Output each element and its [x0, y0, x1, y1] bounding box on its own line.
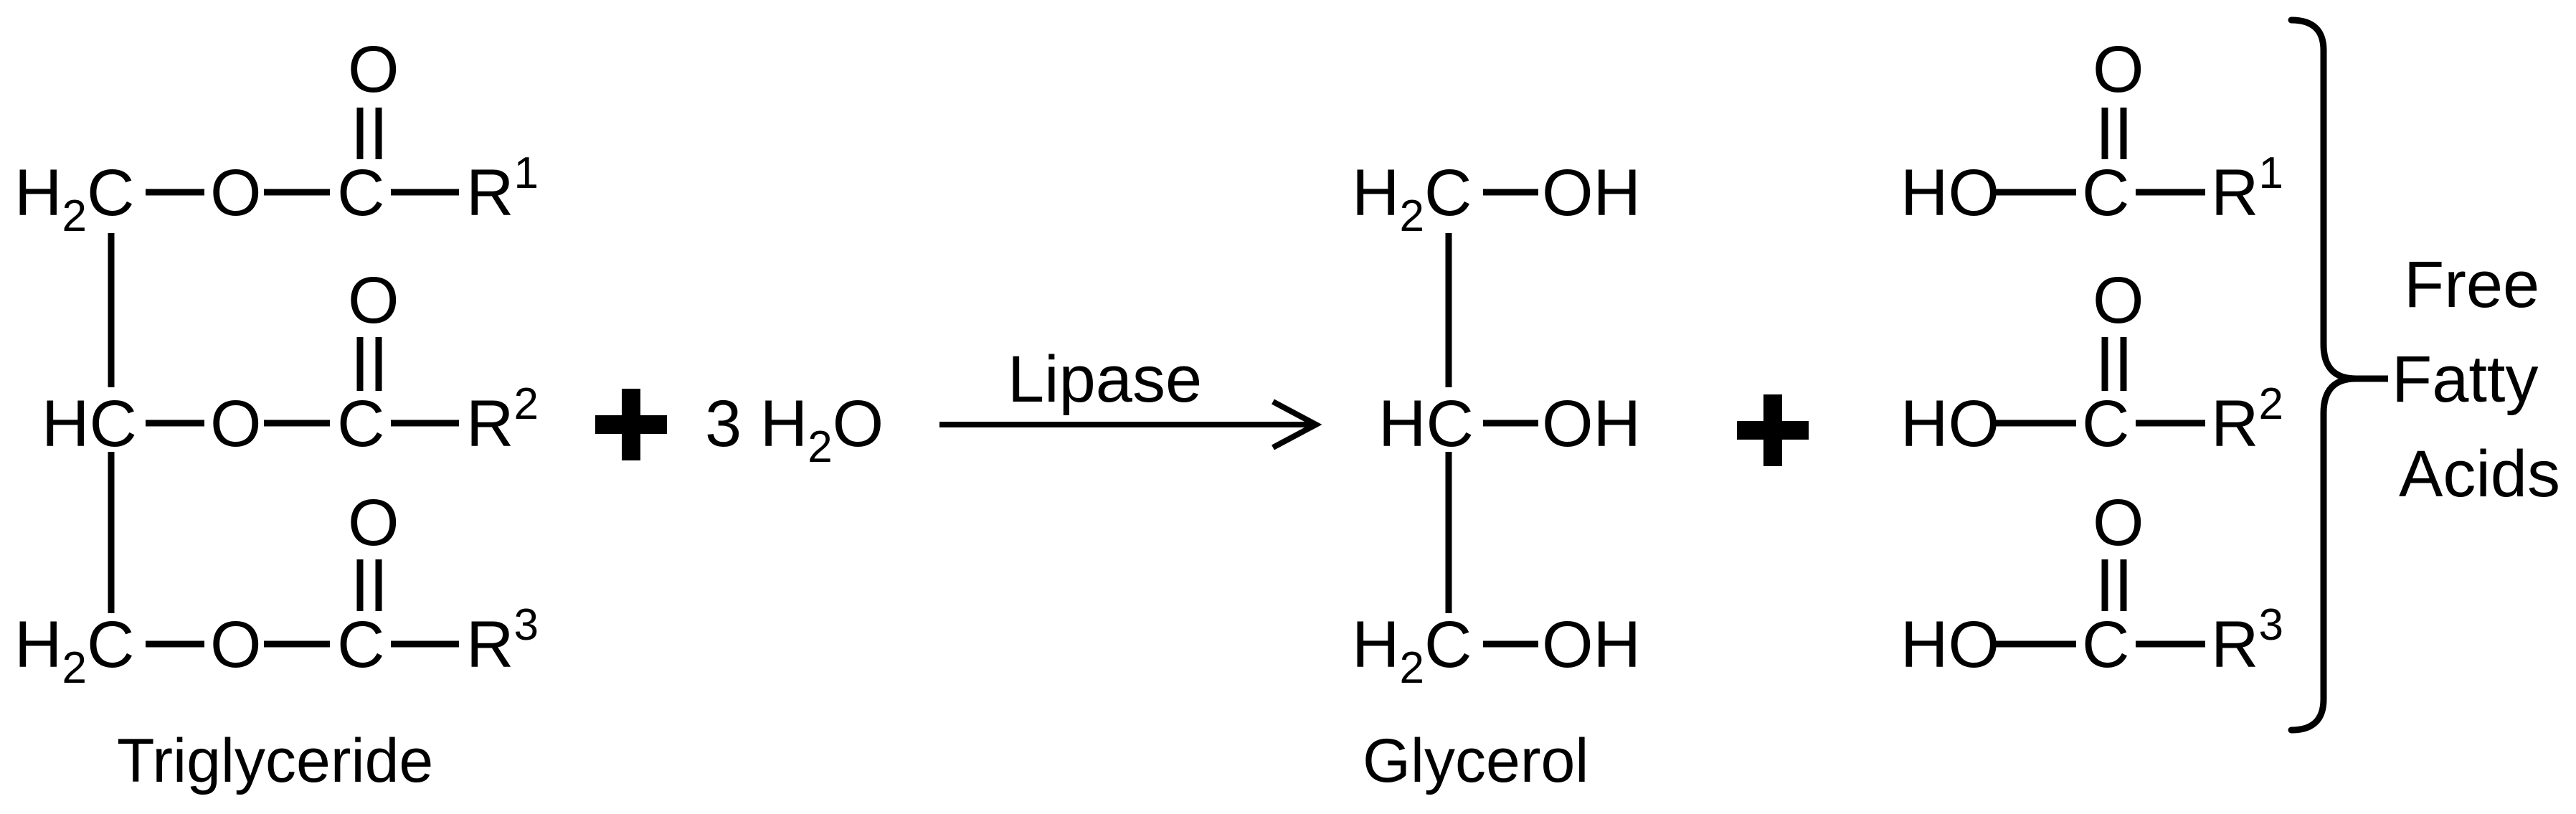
- hydroxyl-group: OH: [1542, 156, 1641, 229]
- glycerol-structure: H2C OH HC OH H2C OH Glycerol: [1352, 156, 1641, 795]
- triglyceride-caption: Triglyceride: [117, 727, 433, 795]
- carbonyl-oxygen: O: [2093, 33, 2144, 106]
- plus-sign: [595, 389, 667, 460]
- carbonyl-carbon: C: [2082, 387, 2129, 460]
- hydroxyl-group: OH: [1542, 387, 1641, 460]
- r-group: R1: [2211, 148, 2283, 229]
- triglyceride-row-1: H2C O C O R1: [14, 33, 539, 241]
- carbonyl-oxygen: O: [348, 264, 399, 337]
- glycerol-caption: Glycerol: [1363, 727, 1588, 795]
- free-fatty-acids-label: Free Fatty Acids: [2392, 248, 2560, 511]
- carbonyl-carbon: C: [337, 156, 384, 229]
- r-group: R2: [466, 379, 539, 460]
- water-reagent: 3 H2O: [705, 387, 884, 472]
- r-group: R1: [466, 148, 539, 229]
- r-group: R2: [2211, 379, 2283, 460]
- carbonyl-oxygen: O: [348, 486, 399, 559]
- plus-sign: [1737, 394, 1809, 466]
- carbonyl-carbon: C: [337, 608, 384, 681]
- hydroxyl-group: HO: [1900, 156, 1999, 229]
- fatty-acid-1: HO C O R1: [1900, 33, 2283, 229]
- r-group: R3: [2211, 600, 2283, 681]
- reaction-arrow: [939, 399, 1322, 450]
- carbonyl-oxygen: O: [2093, 264, 2144, 337]
- reagent-plus-text: +: [0, 0, 1, 1]
- lipase-label: Lipase: [1008, 343, 1202, 416]
- product-plus-text: +: [0, 0, 1, 1]
- r-group: R3: [466, 600, 539, 681]
- right-curly-brace: [2288, 16, 2359, 734]
- carbonyl-oxygen: O: [348, 33, 399, 106]
- hydroxyl-group: HO: [1900, 608, 1999, 681]
- triglyceride-row-2: HC O C O R2: [42, 264, 539, 460]
- glycerol-carbon: HC: [1378, 387, 1474, 460]
- ester-oxygen: O: [210, 387, 262, 460]
- carbonyl-carbon: C: [2082, 156, 2129, 229]
- fatty-acids-structure: HO C O R1 HO C O R2 HO C O R: [1900, 16, 2560, 734]
- triglyceride-carbon: HC: [42, 387, 137, 460]
- fatty-acid-3: HO C O R3: [1900, 486, 2283, 681]
- carbonyl-carbon: C: [337, 387, 384, 460]
- fatty-acid-2: HO C O R2: [1900, 264, 2283, 460]
- carbonyl-carbon: C: [2082, 608, 2129, 681]
- triglyceride-carbon: H2C: [14, 156, 134, 241]
- triglyceride-row-3: H2C O C O R3: [14, 486, 539, 693]
- ester-oxygen: O: [210, 608, 262, 681]
- carbonyl-oxygen: O: [2093, 486, 2144, 559]
- hydroxyl-group: OH: [1542, 608, 1641, 681]
- triglyceride-carbon: H2C: [14, 608, 134, 693]
- hydroxyl-group: HO: [1900, 387, 1999, 460]
- glycerol-carbon: H2C: [1352, 156, 1472, 241]
- triglyceride-structure: H2C O C O R1 HC O C O R2 H2C: [14, 33, 539, 795]
- glycerol-carbon: H2C: [1352, 608, 1472, 693]
- ester-oxygen: O: [210, 156, 262, 229]
